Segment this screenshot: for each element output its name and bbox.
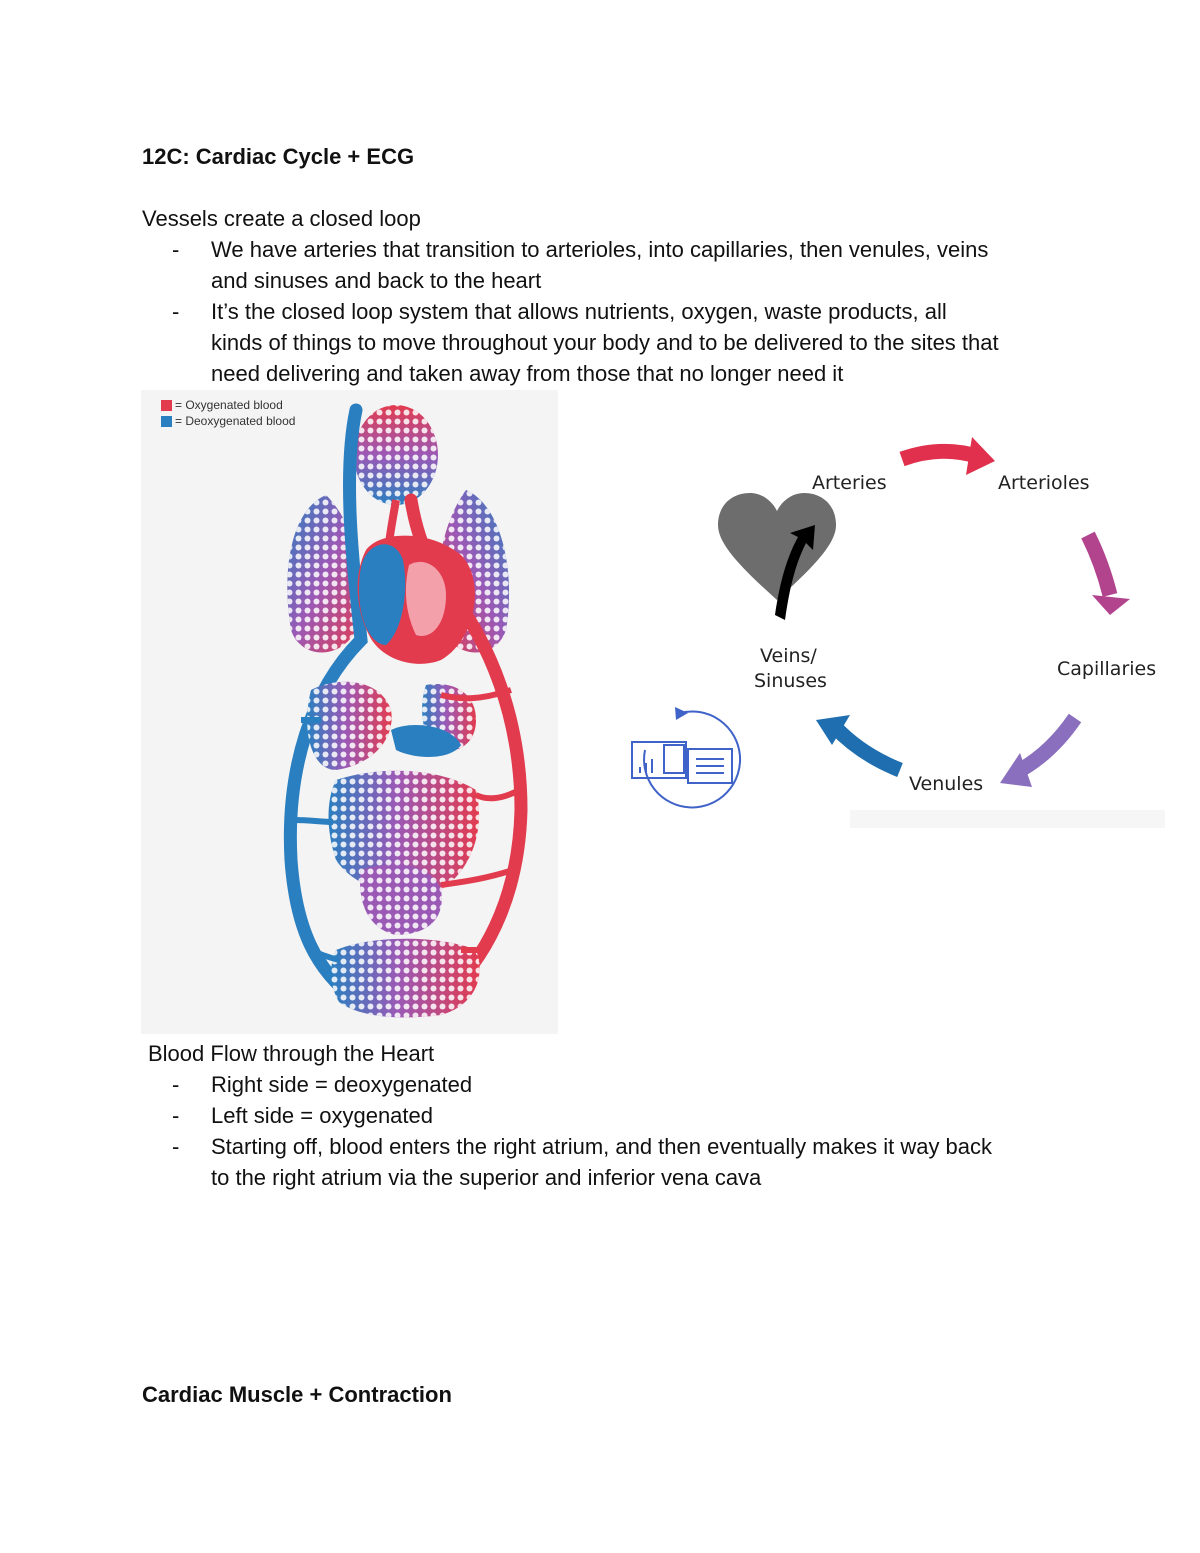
bullet-line: kinds of things to move throughout your … [211,330,999,355]
page-title: 12C: Cardiac Cycle + ECG [142,144,415,169]
label-veins: Veins/ [760,645,817,667]
label-venules: Venules [909,773,983,795]
arrow-arteries-arterioles [966,437,995,475]
legend-oxygenated: = Oxygenated blood [175,398,283,412]
bullet-dash: - [172,237,180,262]
dashboard-icon [631,707,742,809]
label-arteries: Arteries [812,472,887,494]
bullet-dash: - [172,1134,180,1159]
section-heading-cardiac-muscle: Cardiac Muscle + Contraction [142,1382,452,1407]
bullet-line: Starting off, blood enters the right atr… [211,1134,993,1159]
section-heading-vessels: Vessels create a closed loop [142,206,421,231]
bullet-dash: - [172,299,180,324]
bullet-line: We have arteries that transition to arte… [211,237,989,262]
bullet-line: to the right atrium via the superior and… [211,1165,762,1190]
label-capillaries: Capillaries [1057,658,1156,680]
bullet-line: It’s the closed loop system that allows … [211,299,947,324]
bullet-dash: - [172,1072,180,1097]
bullet-line: and sinuses and back to the heart [211,268,542,293]
bullet-line: need delivering and taken away from thos… [211,361,844,386]
vessel-cycle-diagram: Arteries Arterioles Capillaries Venules … [631,437,1165,828]
arrow-capillaries-venules [1000,753,1032,787]
heart-icon [718,493,836,600]
bullet-dash: - [172,1103,180,1128]
bullet-line: Right side = deoxygenated [211,1072,473,1097]
legend-deoxygenated: = Deoxygenated blood [175,414,296,428]
label-sinuses: Sinuses [754,670,827,692]
circulation-figure: = Oxygenated blood = Deoxygenated blood [141,390,558,1034]
deoxygenated-swatch [161,416,172,427]
circulation-diagram [283,403,528,1018]
arrow-venules-veins [816,715,850,745]
vessel-cycle-figure: Arteries Arterioles Capillaries Venules … [620,415,1165,830]
section-heading-blood-flow: Blood Flow through the Heart [148,1041,435,1066]
bullet-line: Left side = oxygenated [211,1103,433,1128]
label-arterioles: Arterioles [998,472,1090,494]
heart-arrow-icon [775,525,815,620]
oxygenated-swatch [161,400,172,411]
arrow-arterioles-capillaries [1092,595,1130,615]
